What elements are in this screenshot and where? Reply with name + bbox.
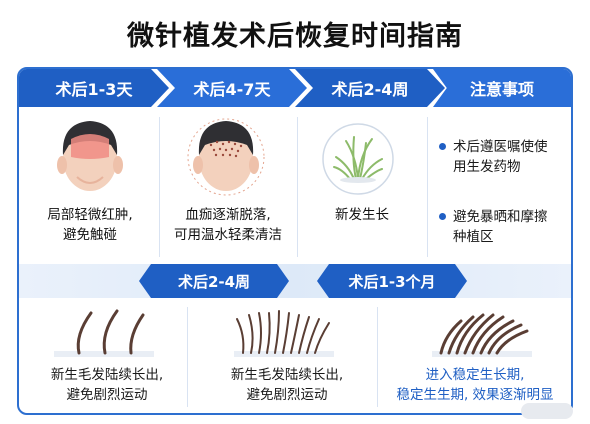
notes-tab: 注意事项 <box>433 69 571 107</box>
notes-list: 术后遵医嘱使使 用生发药物 避免暴晒和摩擦 种植区 <box>437 137 567 277</box>
divider <box>187 307 188 407</box>
note-item: 术后遵医嘱使使 用生发药物 <box>437 137 567 177</box>
stage-2-4-weeks-tab: 术后2-4周 <box>295 69 445 107</box>
stage-4-7-days-tab: 术后4-7天 <box>157 69 307 107</box>
bottom-col-3-text: 进入稳定生长期, 稳定生生期, 效果逐渐明显 <box>396 367 554 403</box>
sparse-hair-icon <box>54 309 154 357</box>
bullet-icon <box>439 143 446 150</box>
timeline-header: 术后1-3天 术后4-7天 术后2-4周 注意事项 <box>19 69 571 107</box>
guide-frame: 术后1-3天 术后4-7天 术后2-4周 注意事项 <box>17 67 573 415</box>
bottom-col-1-text: 新生毛发陆续长出, 避免剧烈运动 <box>50 367 164 403</box>
divider <box>159 117 160 257</box>
stage-3-description: 新发生长 <box>335 207 389 223</box>
divider <box>377 307 378 407</box>
stage-2-description: 血痂逐渐脱落, 可用温水轻柔清洁 <box>174 207 282 243</box>
note-item: 避免暴晒和摩擦 种植区 <box>437 207 567 247</box>
divider <box>427 117 428 257</box>
stage-1-3-days-tab: 术后1-3天 <box>19 69 169 107</box>
stage-1-3-months-label: 术后1-3个月 <box>317 264 467 298</box>
stage-2-4-weeks-label: 术后2-4周 <box>139 264 289 298</box>
divider <box>297 117 298 257</box>
stage-1-description: 局部轻微红肿, 避免触碰 <box>47 207 133 243</box>
stable-hair-icon <box>432 313 532 357</box>
head-scabs-icon <box>187 118 265 196</box>
bottom-col-2-text: 新生毛发陆续长出, 避免剧烈运动 <box>230 367 344 403</box>
head-redness-icon <box>57 121 123 191</box>
middle-band <box>19 264 571 298</box>
watermark-badge <box>521 403 573 419</box>
page-title: 微针植发术后恢复时间指南 <box>127 21 463 52</box>
new-growth-icon <box>322 123 394 195</box>
growing-hair-icon <box>234 310 334 357</box>
bullet-icon <box>439 213 446 220</box>
